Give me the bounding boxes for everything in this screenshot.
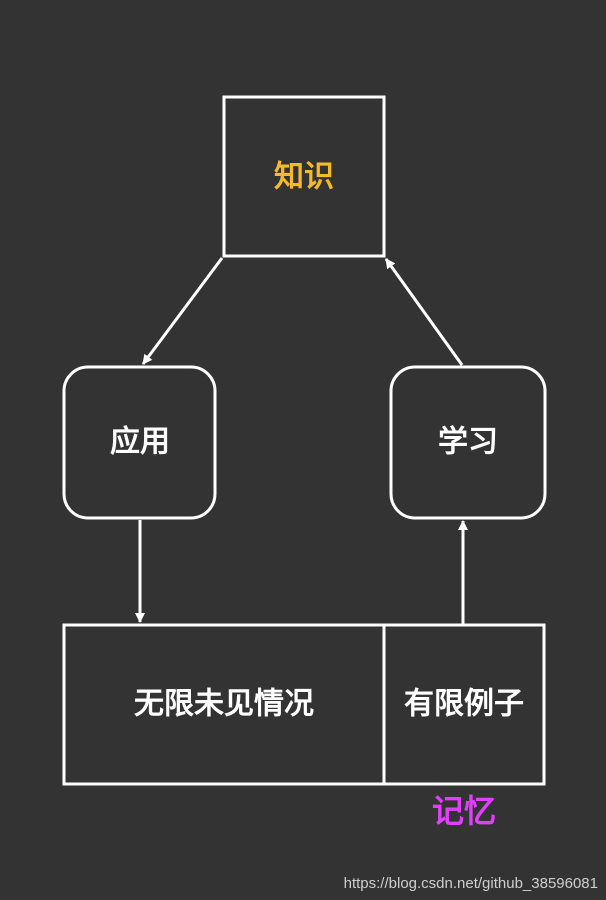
knowledge-box bbox=[222, 95, 386, 258]
knowledge-label: 知识 bbox=[274, 160, 334, 195]
finite-examples-label: 有限例子 bbox=[404, 687, 524, 722]
knowledge-to-application-arrow bbox=[141, 257, 224, 365]
learning-label: 学习 bbox=[438, 425, 498, 460]
application-label: 应用 bbox=[110, 425, 170, 460]
watermark-url: https://blog.csdn.net/github_38596081 bbox=[343, 875, 598, 892]
learning-to-knowledge-arrow bbox=[384, 258, 464, 366]
unseen-cases-label: 无限未见情况 bbox=[134, 687, 314, 722]
learning-box bbox=[389, 365, 547, 520]
application-box bbox=[62, 365, 217, 520]
cases-box bbox=[62, 623, 546, 786]
memory-label: 记忆 bbox=[432, 792, 496, 830]
